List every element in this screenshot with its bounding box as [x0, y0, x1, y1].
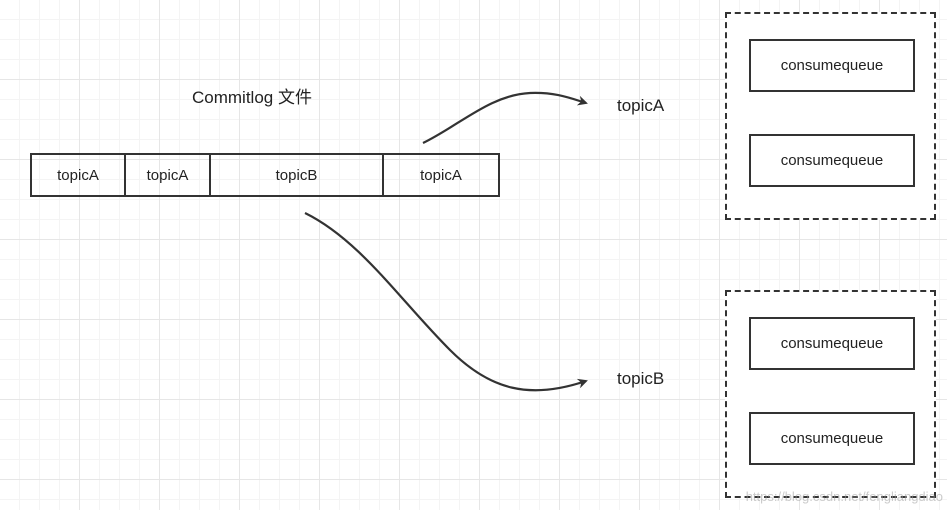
consumequeue-group-topica: consumequeue consumequeue	[725, 12, 936, 220]
watermark: https://blog.csdn.net/fengliangdiao	[745, 489, 943, 504]
arrow-to-topicb	[304, 212, 588, 392]
consumequeue-box: consumequeue	[749, 134, 915, 187]
commitlog-segment: topicA	[126, 155, 211, 195]
target-label-topica: topicA	[617, 96, 665, 115]
consumequeue-box: consumequeue	[749, 39, 915, 92]
commitlog-bar: topicA topicA topicB topicA	[30, 153, 500, 197]
commitlog-segment: topicA	[420, 166, 462, 184]
consumequeue-box: consumequeue	[749, 317, 915, 370]
consumequeue-box: consumequeue	[749, 412, 915, 465]
commitlog-title: Commitlog 文件	[192, 88, 312, 107]
commitlog-segment: topicA	[32, 155, 126, 195]
consumequeue-group-topicb: consumequeue consumequeue	[725, 290, 936, 498]
arrow-to-topica	[422, 91, 588, 144]
target-label-topicb: topicB	[617, 369, 665, 388]
commitlog-segment: topicB	[211, 155, 384, 195]
